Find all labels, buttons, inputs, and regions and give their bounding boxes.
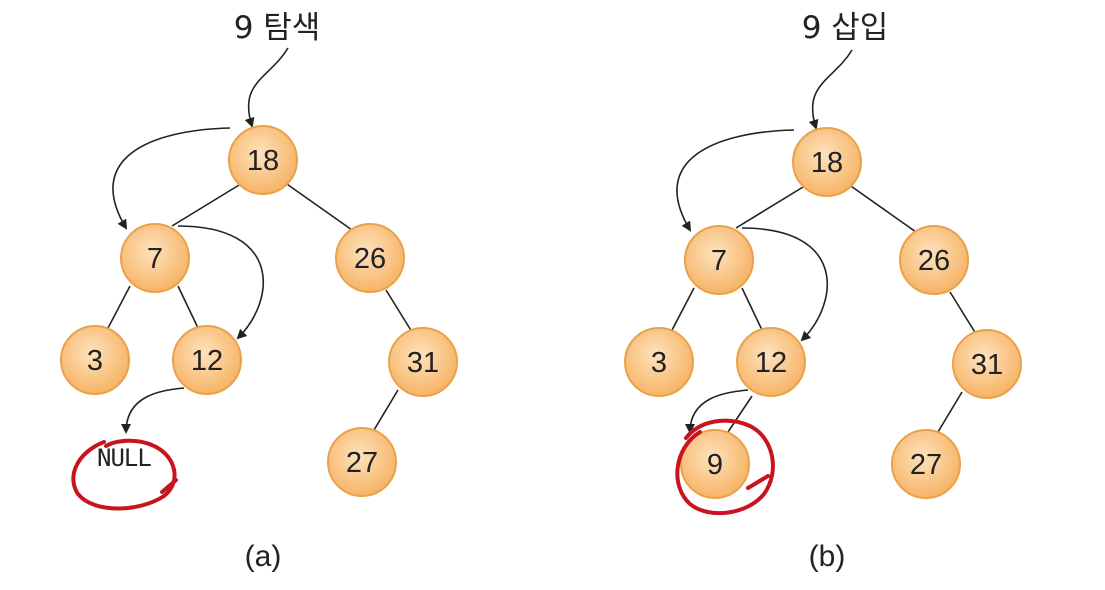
svg-text:18: 18 [247, 145, 279, 177]
highlight-circle-inserted-node [675, 418, 775, 516]
svg-text:3: 3 [87, 345, 103, 377]
tree-node: 31 [388, 327, 458, 397]
highlight-circle-null [71, 438, 178, 511]
tree-node: 27 [891, 429, 961, 499]
tree-node: 3 [624, 327, 694, 397]
svg-text:31: 31 [971, 349, 1003, 381]
search-path-arrows-a [112, 47, 289, 434]
svg-text:7: 7 [147, 243, 163, 275]
insert-path-arrows-b [676, 49, 853, 434]
tree-nodes-a: 18 7 26 3 12 31 27 [60, 125, 458, 497]
tree-node: 26 [335, 223, 405, 293]
tree-node: 7 [120, 223, 190, 293]
svg-text:12: 12 [191, 345, 223, 377]
svg-text:27: 27 [346, 447, 378, 479]
tree-edges-b [670, 183, 977, 433]
tree-node: 12 [172, 325, 242, 395]
svg-text:12: 12 [755, 347, 787, 379]
panel-b-title: 9 삽입 [801, 10, 889, 46]
panel-a: 18 7 26 3 12 31 27 [60, 47, 458, 511]
null-label: NULL [97, 444, 152, 472]
svg-text:18: 18 [811, 147, 843, 179]
svg-text:31: 31 [407, 347, 439, 379]
svg-text:26: 26 [918, 245, 950, 277]
tree-edges-a [106, 181, 413, 431]
panel-b: 18 7 26 3 12 31 27 9 [624, 49, 1022, 516]
svg-text:3: 3 [651, 347, 667, 379]
tree-nodes-b: 18 7 26 3 12 31 27 9 [624, 127, 1022, 499]
tree-node: 3 [60, 325, 130, 395]
tree-node: 27 [327, 427, 397, 497]
tree-node: 12 [736, 327, 806, 397]
panel-b-caption: (b) [808, 540, 846, 573]
panel-a-caption: (a) [244, 540, 282, 573]
svg-text:27: 27 [910, 449, 942, 481]
tree-node: 18 [228, 125, 298, 195]
svg-text:7: 7 [711, 245, 727, 277]
svg-text:26: 26 [354, 243, 386, 275]
panel-a-title: 9 탐색 [233, 10, 321, 46]
tree-node: 18 [792, 127, 862, 197]
tree-node: 7 [684, 225, 754, 295]
tree-node: 26 [899, 225, 969, 295]
tree-node: 31 [952, 329, 1022, 399]
svg-text:9: 9 [707, 449, 723, 481]
tree-node-inserted: 9 [680, 429, 750, 499]
